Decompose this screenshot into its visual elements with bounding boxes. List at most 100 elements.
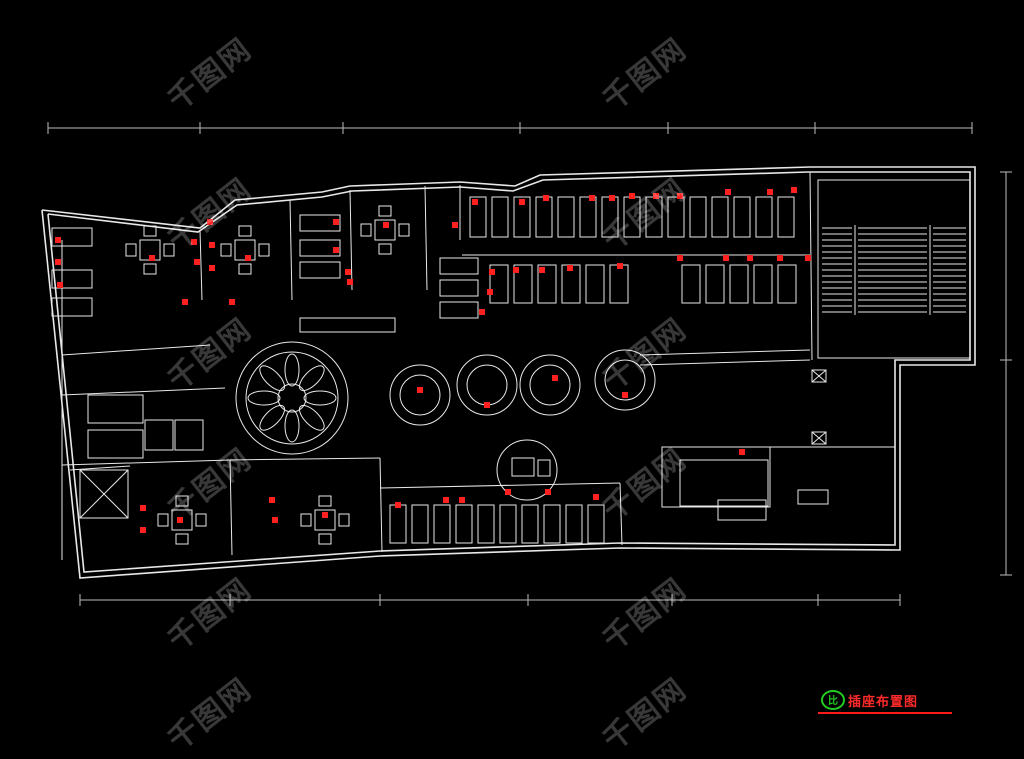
power-outlet-icon [55,259,61,265]
booth-seat [579,196,597,238]
chair [143,225,157,237]
power-outlet-icon [55,237,61,243]
power-outlet-icon [333,247,339,253]
booth-seat [455,504,473,544]
medallion-petal [298,404,325,431]
power-outlet-icon [489,269,495,275]
power-outlet-icon [209,265,215,271]
power-outlet-icon [767,189,773,195]
booth-seat [689,196,707,238]
power-outlet-icon [505,489,511,495]
booth-seat [491,196,509,238]
booth-seat [777,196,795,238]
top-dimension-line [47,122,973,134]
chair [258,243,270,257]
power-outlet-icon [723,255,729,261]
power-outlet-icon [791,187,797,193]
power-outlet-icon [395,502,401,508]
chair [143,263,157,275]
chair [220,243,232,257]
booth-seat [489,264,509,304]
booth-seat [585,264,605,304]
booth-seat [513,196,531,238]
power-outlet-icon [322,512,328,518]
power-outlet-icon [443,497,449,503]
power-outlet-icon [207,219,213,225]
badge-text: 比 [828,694,838,707]
curved-booth [456,354,518,416]
medallion-petal [247,390,281,406]
power-outlet-icon [140,527,146,533]
dining-table [374,219,396,241]
chair [195,513,207,527]
booth-seat [587,504,605,544]
chair [175,533,189,545]
sofa [439,257,479,275]
power-outlet-icon [177,517,183,523]
power-outlet-icon [191,239,197,245]
outer-walls [41,166,976,579]
drawing-title-block: 比 插座布置图 [818,688,954,718]
power-outlet-icon [245,255,251,261]
chair [398,223,410,237]
curved-booth [519,354,581,416]
power-outlet-icon [57,282,63,288]
booth-seat [433,504,451,544]
chair [163,243,175,257]
booth-seat [667,196,685,238]
booth-seat [389,504,407,544]
power-outlet-icon [194,259,200,265]
power-outlet-icon [383,222,389,228]
medallion-petal [298,365,325,392]
power-outlet-icon [677,255,683,261]
sofa [299,239,341,257]
chair [175,495,189,507]
chair [238,225,252,237]
power-outlet-icon [519,199,525,205]
sofa [299,261,341,279]
booth-seat [565,504,583,544]
power-outlet-icon [677,193,683,199]
power-outlet-icon [347,279,353,285]
power-outlet-icon [229,299,235,305]
staircase [817,179,971,359]
booth-seat [711,196,729,238]
curved-booth [389,364,451,426]
dining-table [314,509,336,531]
booth-seat [537,264,557,304]
power-outlet-icon [739,449,745,455]
sideboard [299,317,396,333]
power-outlet-icon [653,193,659,199]
power-outlet-icon [209,242,215,248]
bottom-dimension-line [79,594,901,606]
power-outlet-icon [539,267,545,273]
power-outlet-icon [543,195,549,201]
sofa [51,227,93,247]
booth-seat [777,264,797,304]
sofa [174,419,204,451]
drawing-badge-icon: 比 [821,690,845,710]
sofa [144,419,174,451]
power-outlet-icon [725,189,731,195]
power-outlet-icon [617,263,623,269]
drawing-title: 插座布置图 [848,695,919,710]
medallion-petal [284,353,300,387]
power-outlet-icon [777,255,783,261]
sofa [299,214,341,232]
chair [125,243,137,257]
power-outlet-icon [472,199,478,205]
medallion-petal [259,365,286,392]
curved-booth-inner [466,364,508,406]
curved-booth-inner [399,374,441,416]
chair [318,495,332,507]
booth-seat [535,196,553,238]
furniture [51,196,797,545]
power-outlet-icon [589,195,595,201]
power-outlet-icon [182,299,188,305]
power-outlet-icon [593,494,599,500]
floor-plan-canvas: 千图网 千图网 千图网 千图网 千图网 千图网 千图网 千图网 千图网 千图网 … [41,31,1012,758]
sofa [51,297,93,317]
booth-seat [469,196,487,238]
booth-seat [477,504,495,544]
medallion-petal [284,409,300,443]
